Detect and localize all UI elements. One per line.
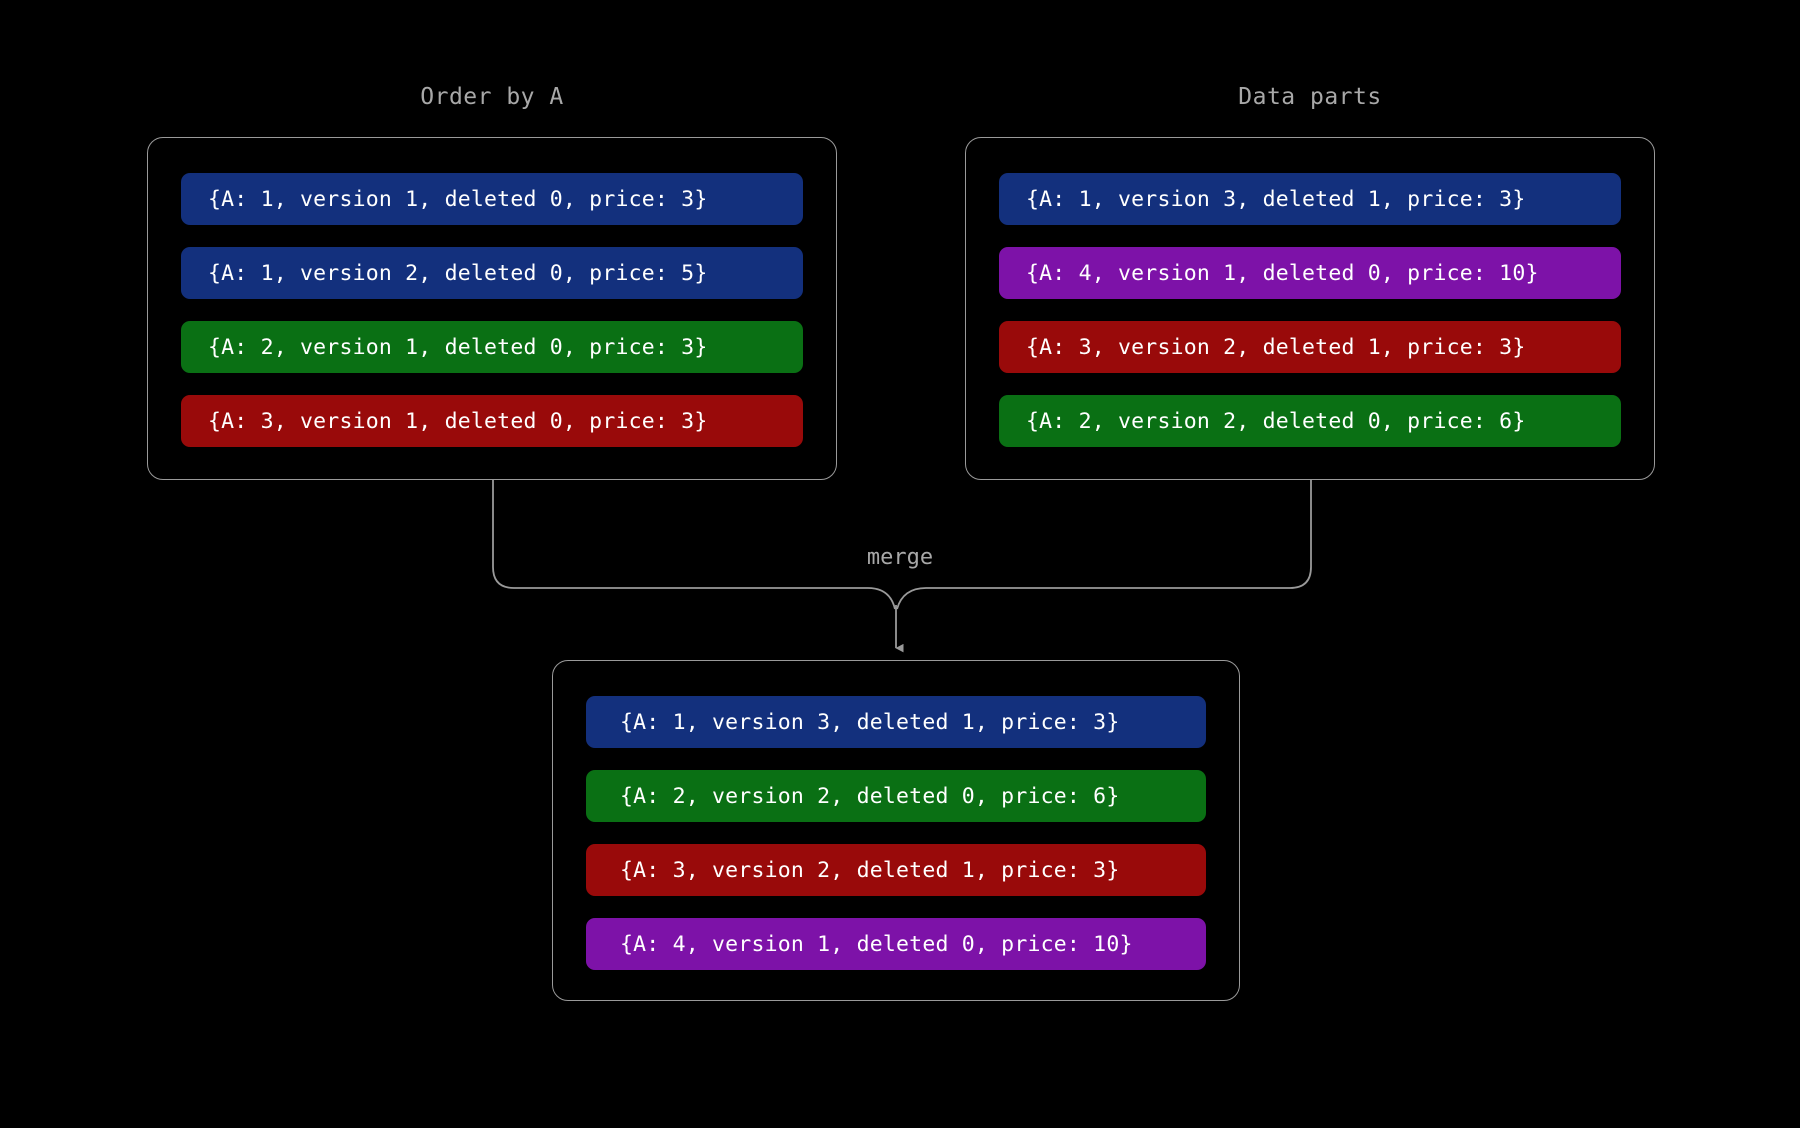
record-chip: {A: 1, version 2, deleted 0, price: 5} <box>181 247 803 299</box>
record-chip: {A: 4, version 1, deleted 0, price: 10} <box>586 918 1206 970</box>
record-chip: {A: 3, version 2, deleted 1, price: 3} <box>999 321 1621 373</box>
record-list-data-parts: {A: 1, version 3, deleted 1, price: 3} {A… <box>966 173 1654 447</box>
panel-data-parts: {A: 1, version 3, deleted 1, price: 3} {A… <box>965 137 1655 480</box>
merge-label: merge <box>866 545 934 570</box>
record-chip: {A: 3, version 2, deleted 1, price: 3} <box>586 844 1206 896</box>
record-chip: {A: 1, version 3, deleted 1, price: 3} <box>586 696 1206 748</box>
record-chip: {A: 1, version 3, deleted 1, price: 3} <box>999 173 1621 225</box>
record-list-order-by-a: {A: 1, version 1, deleted 0, price: 3} {A… <box>148 173 836 447</box>
record-chip: {A: 4, version 1, deleted 0, price: 10} <box>999 247 1621 299</box>
panel-title-data-parts: Data parts <box>1238 84 1382 110</box>
record-chip: {A: 2, version 2, deleted 0, price: 6} <box>586 770 1206 822</box>
panel-title-order-by-a: Order by A <box>420 84 564 110</box>
record-chip: {A: 2, version 2, deleted 0, price: 6} <box>999 395 1621 447</box>
record-chip: {A: 2, version 1, deleted 0, price: 3} <box>181 321 803 373</box>
record-chip: {A: 1, version 1, deleted 0, price: 3} <box>181 173 803 225</box>
record-list-merged: {A: 1, version 3, deleted 1, price: 3} {A… <box>553 696 1239 970</box>
record-chip: {A: 3, version 1, deleted 0, price: 3} <box>181 395 803 447</box>
panel-order-by-a: {A: 1, version 1, deleted 0, price: 3} {A… <box>147 137 837 480</box>
panel-merged-result: {A: 1, version 3, deleted 1, price: 3} {A… <box>552 660 1240 1001</box>
